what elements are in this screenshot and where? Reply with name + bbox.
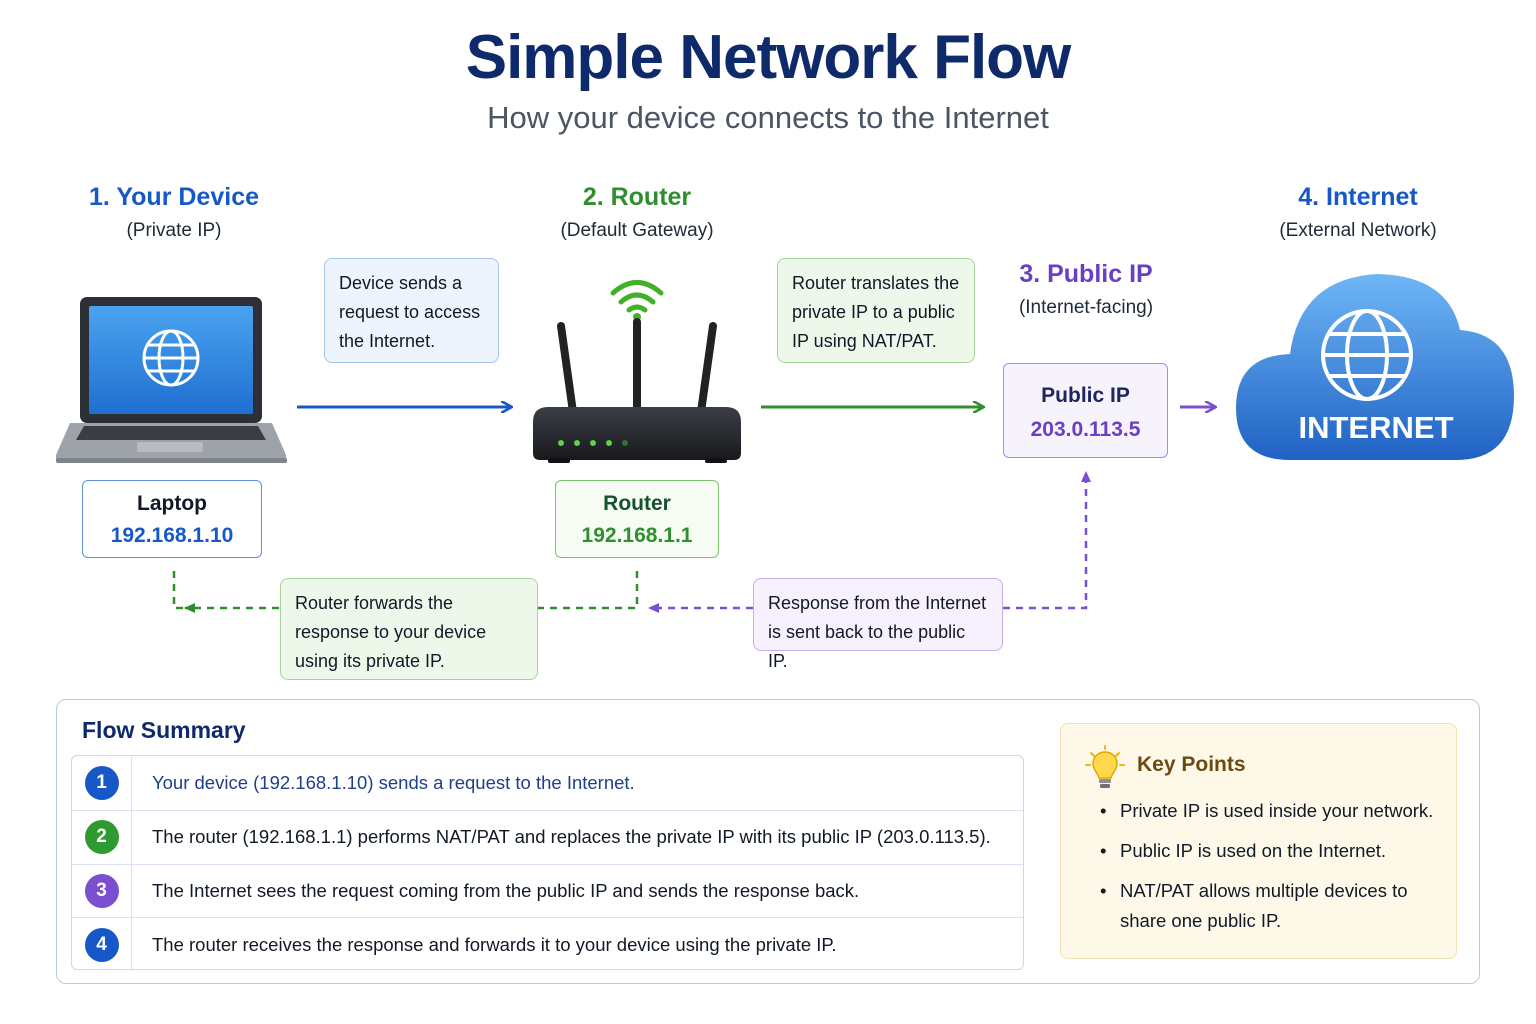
step-text: The router receives the response and for… xyxy=(152,933,837,955)
stage-title-public-ip: 3. Public IP xyxy=(1019,260,1153,288)
step-number-badge: 4 xyxy=(84,927,119,962)
note-router-translate: Router translates the private IP to a pu… xyxy=(777,258,975,363)
stage-title-internet: 4. Internet xyxy=(1298,183,1418,211)
flow-steps-table: 1 Your device (192.168.1.10) sends a req… xyxy=(71,755,1024,971)
public-ip-name: Public IP xyxy=(1041,384,1130,407)
flow-step-row: 1 Your device (192.168.1.10) sends a req… xyxy=(72,756,1023,810)
router-icon xyxy=(533,280,741,463)
stage-subtitle-device: (Private IP) xyxy=(126,220,222,241)
stage-subtitle-public-ip: (Internet-facing) xyxy=(1018,297,1154,318)
flow-step-row: 2 The router (192.168.1.1) performs NAT/… xyxy=(72,809,1023,864)
flow-step-row: 3 The Internet sees the request coming f… xyxy=(72,863,1023,918)
router-box: Router 192.168.1.1 xyxy=(555,480,719,558)
public-ip-address: 203.0.113.5 xyxy=(1030,418,1141,441)
stage-title-router: 2. Router xyxy=(582,183,692,211)
note-router-forward: Router forwards the response to your dev… xyxy=(280,578,538,680)
stage-subtitle-router: (Default Gateway) xyxy=(560,220,714,241)
laptop-box: Laptop 192.168.1.10 xyxy=(82,480,262,558)
public-ip-box: Public IP 203.0.113.5 xyxy=(1003,363,1168,458)
key-points-list: Private IP is used inside your network. … xyxy=(1100,796,1450,946)
key-points-title: Key Points xyxy=(1137,753,1246,776)
page-subtitle: How your device connects to the Internet xyxy=(487,100,1049,135)
step-number-badge: 3 xyxy=(84,873,119,908)
laptop-icon xyxy=(55,297,287,463)
flow-summary-title: Flow Summary xyxy=(82,717,246,743)
laptop-ip: 192.168.1.10 xyxy=(110,524,234,547)
step-text: Your device (192.168.1.10) sends a reque… xyxy=(152,771,635,793)
laptop-name: Laptop xyxy=(137,492,207,515)
internet-label: INTERNET xyxy=(1298,410,1454,445)
wifi-icon xyxy=(610,280,664,313)
globe-icon xyxy=(1321,309,1413,401)
stage-title-device: 1. Your Device xyxy=(89,183,259,211)
stage-subtitle-internet: (External Network) xyxy=(1279,220,1437,241)
flow-diagram xyxy=(55,274,1514,613)
key-point-item: Public IP is used on the Internet. xyxy=(1100,836,1450,866)
connector-laptop-drop xyxy=(172,571,184,610)
arrow-response-to-public-ip xyxy=(1003,471,1091,610)
router-name: Router xyxy=(603,492,671,515)
router-ip: 192.168.1.1 xyxy=(581,524,693,547)
page-title: Simple Network Flow xyxy=(465,23,1072,92)
lightbulb-icon xyxy=(1085,745,1125,788)
key-point-item: NAT/PAT allows multiple devices to share… xyxy=(1100,876,1450,936)
key-point-item: Private IP is used inside your network. xyxy=(1100,796,1450,826)
step-number-badge: 1 xyxy=(84,765,119,800)
step-number-badge: 2 xyxy=(84,820,119,855)
note-device-request: Device sends a request to access the Int… xyxy=(324,258,499,363)
globe-icon xyxy=(142,329,200,387)
step-text: The router (192.168.1.1) performs NAT/PA… xyxy=(152,826,991,848)
arrow-router-to-forward-note xyxy=(538,571,639,610)
note-response-back: Response from the Internet is sent back … xyxy=(753,578,1003,671)
flow-step-row: 4 The router receives the response and f… xyxy=(72,917,1023,971)
step-text: The Internet sees the request coming fro… xyxy=(152,879,860,901)
cloud-icon xyxy=(1236,274,1514,460)
